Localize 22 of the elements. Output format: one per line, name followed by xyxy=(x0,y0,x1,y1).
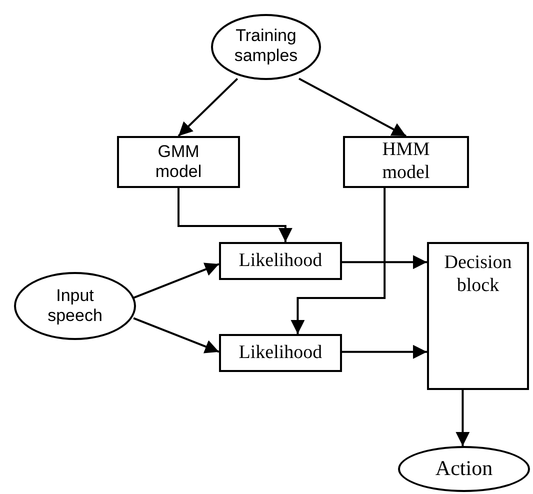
node-label: Decision block xyxy=(443,252,513,298)
arrow xyxy=(133,262,220,299)
arrow xyxy=(178,78,238,137)
arrow xyxy=(298,78,406,137)
node-label: Likelihood xyxy=(238,250,322,272)
process-box xyxy=(343,136,469,188)
arrow xyxy=(290,188,386,334)
process-box xyxy=(427,242,529,390)
node-label: GMM model xyxy=(154,142,203,182)
arrow xyxy=(342,255,427,270)
node-label: HMM model xyxy=(381,139,431,185)
process-box xyxy=(219,242,342,280)
node-label: Action xyxy=(435,456,493,482)
arrow xyxy=(133,317,220,354)
arrow xyxy=(178,188,292,242)
arrow xyxy=(342,344,427,359)
node-label: Input speech xyxy=(46,286,104,326)
arrow xyxy=(456,390,470,446)
process-box xyxy=(219,334,342,372)
process-box xyxy=(117,136,240,188)
node-label: Training samples xyxy=(233,26,299,67)
node-label: Likelihood xyxy=(238,342,322,364)
